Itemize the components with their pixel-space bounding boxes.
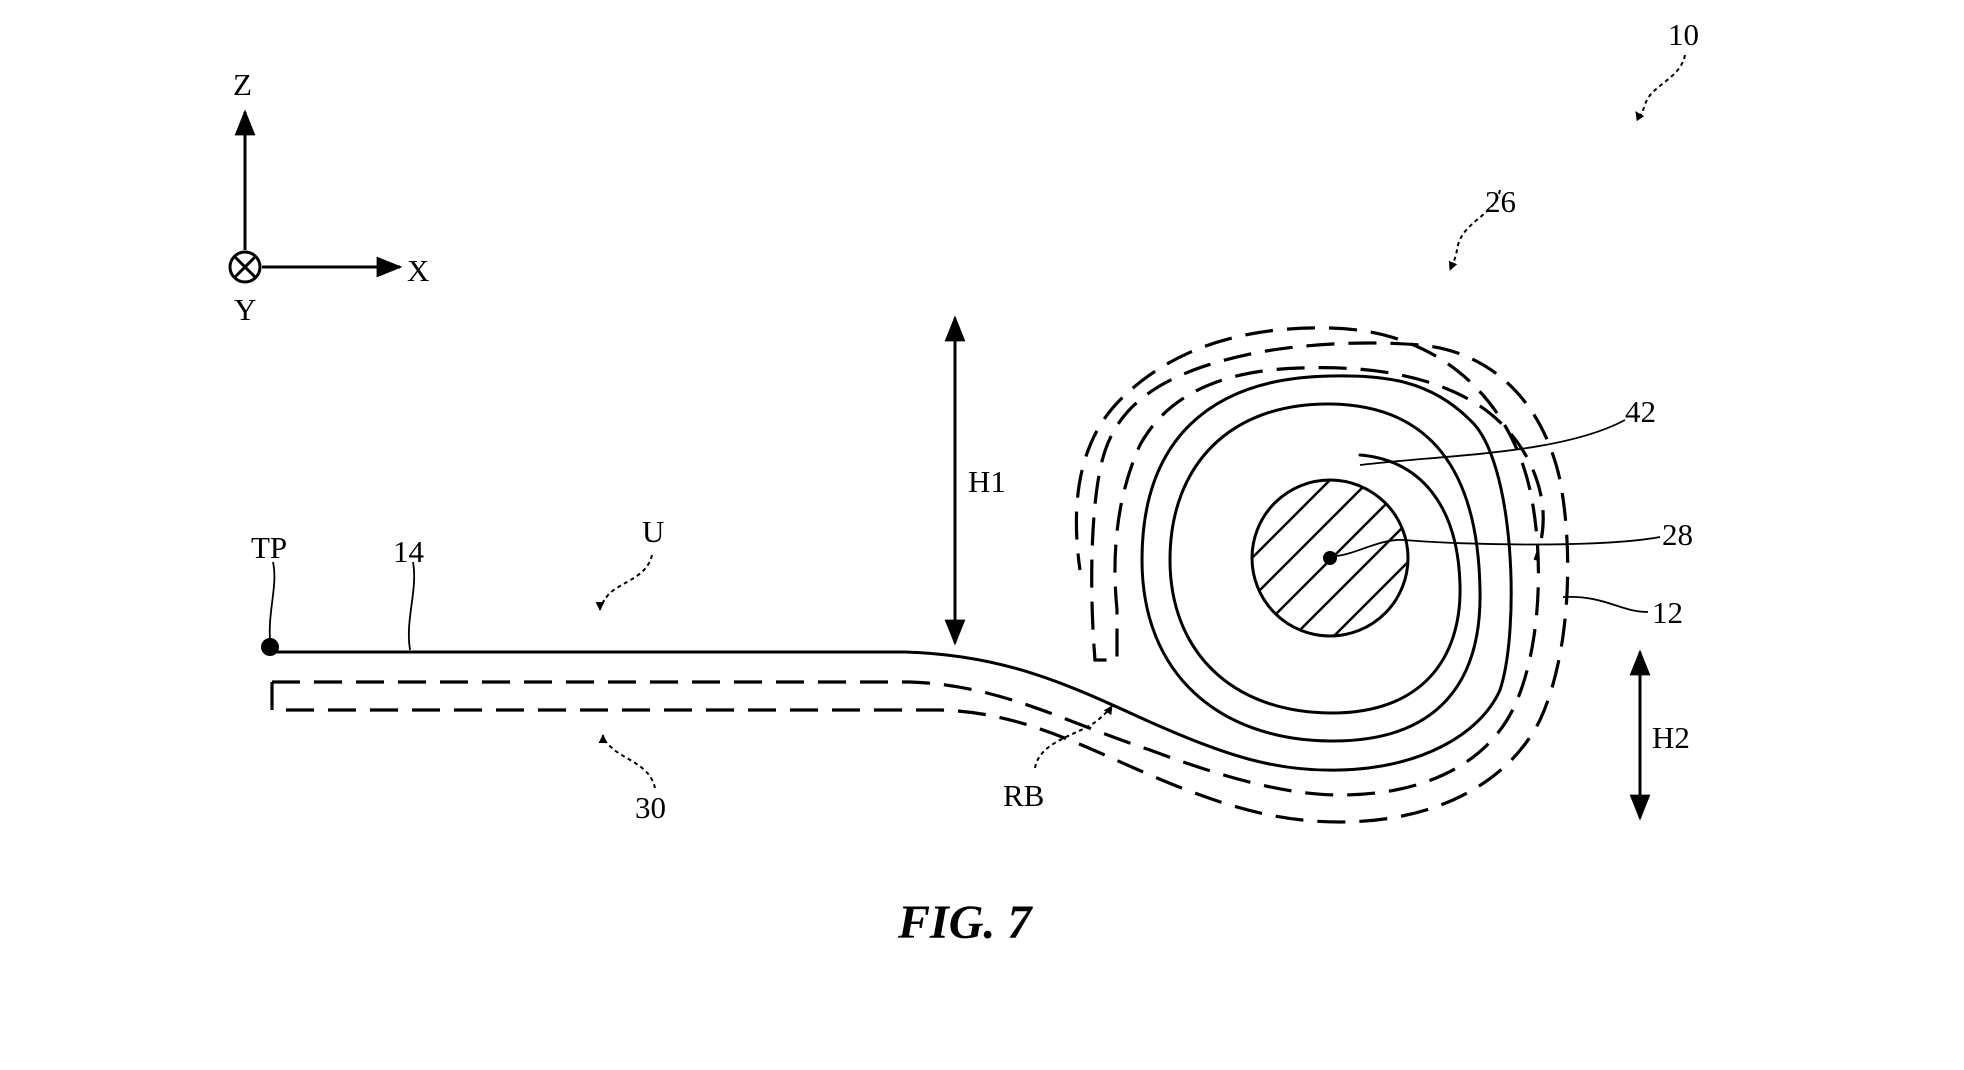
label-u: U — [642, 514, 664, 549]
label-rb: RB — [1003, 778, 1044, 813]
core-28 — [1250, 478, 1410, 638]
ref-10-leader — [1635, 54, 1686, 122]
u-leader — [595, 554, 653, 611]
z-axis-label: Z — [233, 67, 252, 102]
tp-leader — [268, 561, 276, 641]
label-h1: H1 — [968, 464, 1006, 499]
ref-28-leader — [1334, 536, 1661, 557]
x-axis-label: X — [407, 253, 429, 288]
rb-leader — [1034, 705, 1113, 769]
label-12: 12 — [1652, 595, 1683, 630]
ref-42-leader — [1359, 419, 1626, 466]
label-26: 26 — [1485, 184, 1516, 219]
y-axis-label: Y — [234, 292, 256, 327]
ref-12-leader — [1562, 596, 1649, 613]
leader-lines — [268, 54, 1686, 789]
label-14: 14 — [393, 534, 425, 569]
label-42: 42 — [1625, 394, 1656, 429]
label-tp: TP — [251, 530, 287, 565]
roll-spiral — [1140, 374, 1513, 743]
label-10: 10 — [1668, 17, 1699, 52]
ref-26-leader — [1448, 189, 1501, 271]
display-layer-14 — [270, 650, 1502, 772]
figure-caption: FIG. 7 — [897, 896, 1033, 949]
axis-indicator: Z X Y — [228, 67, 429, 327]
label-h2: H2 — [1652, 720, 1690, 755]
label-28: 28 — [1662, 517, 1693, 552]
touch-point-dot — [261, 638, 279, 656]
support-layer-30 — [270, 326, 1570, 824]
ref-14-leader — [407, 561, 416, 651]
y-axis-into-page-icon — [228, 250, 262, 284]
ref-30-leader — [598, 734, 656, 789]
label-30: 30 — [635, 790, 666, 825]
